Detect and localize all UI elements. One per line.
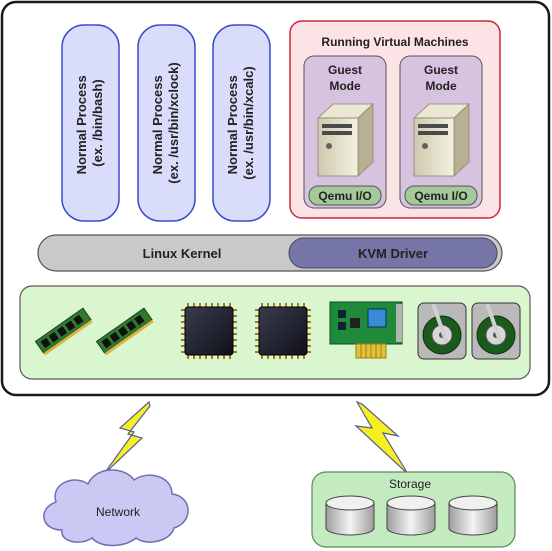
process-name: Normal Process [225,75,240,174]
linux-kernel-label: Linux Kernel [143,246,222,261]
guest-vm-2: Guest Mode Qemu I/O [399,55,483,209]
vm-title: Running Virtual Machines [321,35,468,49]
ram-module-icon [34,307,93,356]
guest-vm-1: Guest Mode Qemu I/O [303,55,387,209]
hardware-panel [19,285,531,380]
svg-text:Normal Process (ex. /usr: Normal Process (ex. /usr/bin/xcalc) [225,66,256,179]
ram-module-icon [95,307,154,356]
network-card-icon [329,301,403,359]
normal-process-3: Normal Process (ex. /usr/bin/xcalc) [212,24,271,222]
qemu-io-label: Qemu I/O [414,189,467,203]
server-icon [316,103,375,177]
guest-mode-line1: Guest [424,63,458,77]
guest-mode-line1: Guest [328,63,362,77]
cpu-chip-icon [181,303,237,359]
svg-text:Normal Process (ex. /bin: Normal Process (ex. /bin/bash) [74,72,105,175]
svg-text:Normal Process (ex. /usr: Normal Process (ex. /usr/bin/xclock) [150,62,181,183]
disk-cylinder-icon [386,495,436,536]
cpu-chip-icon [255,303,311,359]
lightning-bolt-icon [354,400,409,475]
hard-disk-icon [417,302,467,360]
server-icon [412,103,471,177]
guest-mode-line2: Mode [329,79,361,93]
linux-kernel-bar: Linux Kernel KVM Driver [37,234,503,272]
qemu-io-pill [404,185,478,206]
lightning-bolt-icon [103,400,151,475]
network-cloud: Network [43,469,189,547]
qemu-io-label: Qemu I/O [318,189,371,203]
kvm-driver-label: KVM Driver [358,246,428,261]
process-name: Normal Process [150,75,165,174]
process-example: (ex. /bin/bash) [90,79,105,166]
disk-cylinder-icon [448,495,498,536]
process-example: (ex. /usr/bin/xcalc) [241,66,256,179]
process-name: Normal Process [74,75,89,174]
cloud-shape [43,469,189,547]
storage-group: Storage [311,471,516,548]
kvm-driver-pill [288,237,498,269]
normal-process-2: Normal Process (ex. /usr/bin/xclock) [137,24,196,222]
disk-cylinder-icon [325,495,375,536]
guest-mode-line2: Mode [425,79,457,93]
qemu-io-pill [308,185,382,206]
hard-disk-icon [471,302,521,360]
storage-label: Storage [389,477,431,491]
virtual-machines-group: Running Virtual Machines Guest Mode Qemu… [289,20,501,219]
process-example: (ex. /usr/bin/xclock) [166,62,181,183]
normal-process-1: Normal Process (ex. /bin/bash) [61,24,120,222]
network-label: Network [96,505,141,519]
